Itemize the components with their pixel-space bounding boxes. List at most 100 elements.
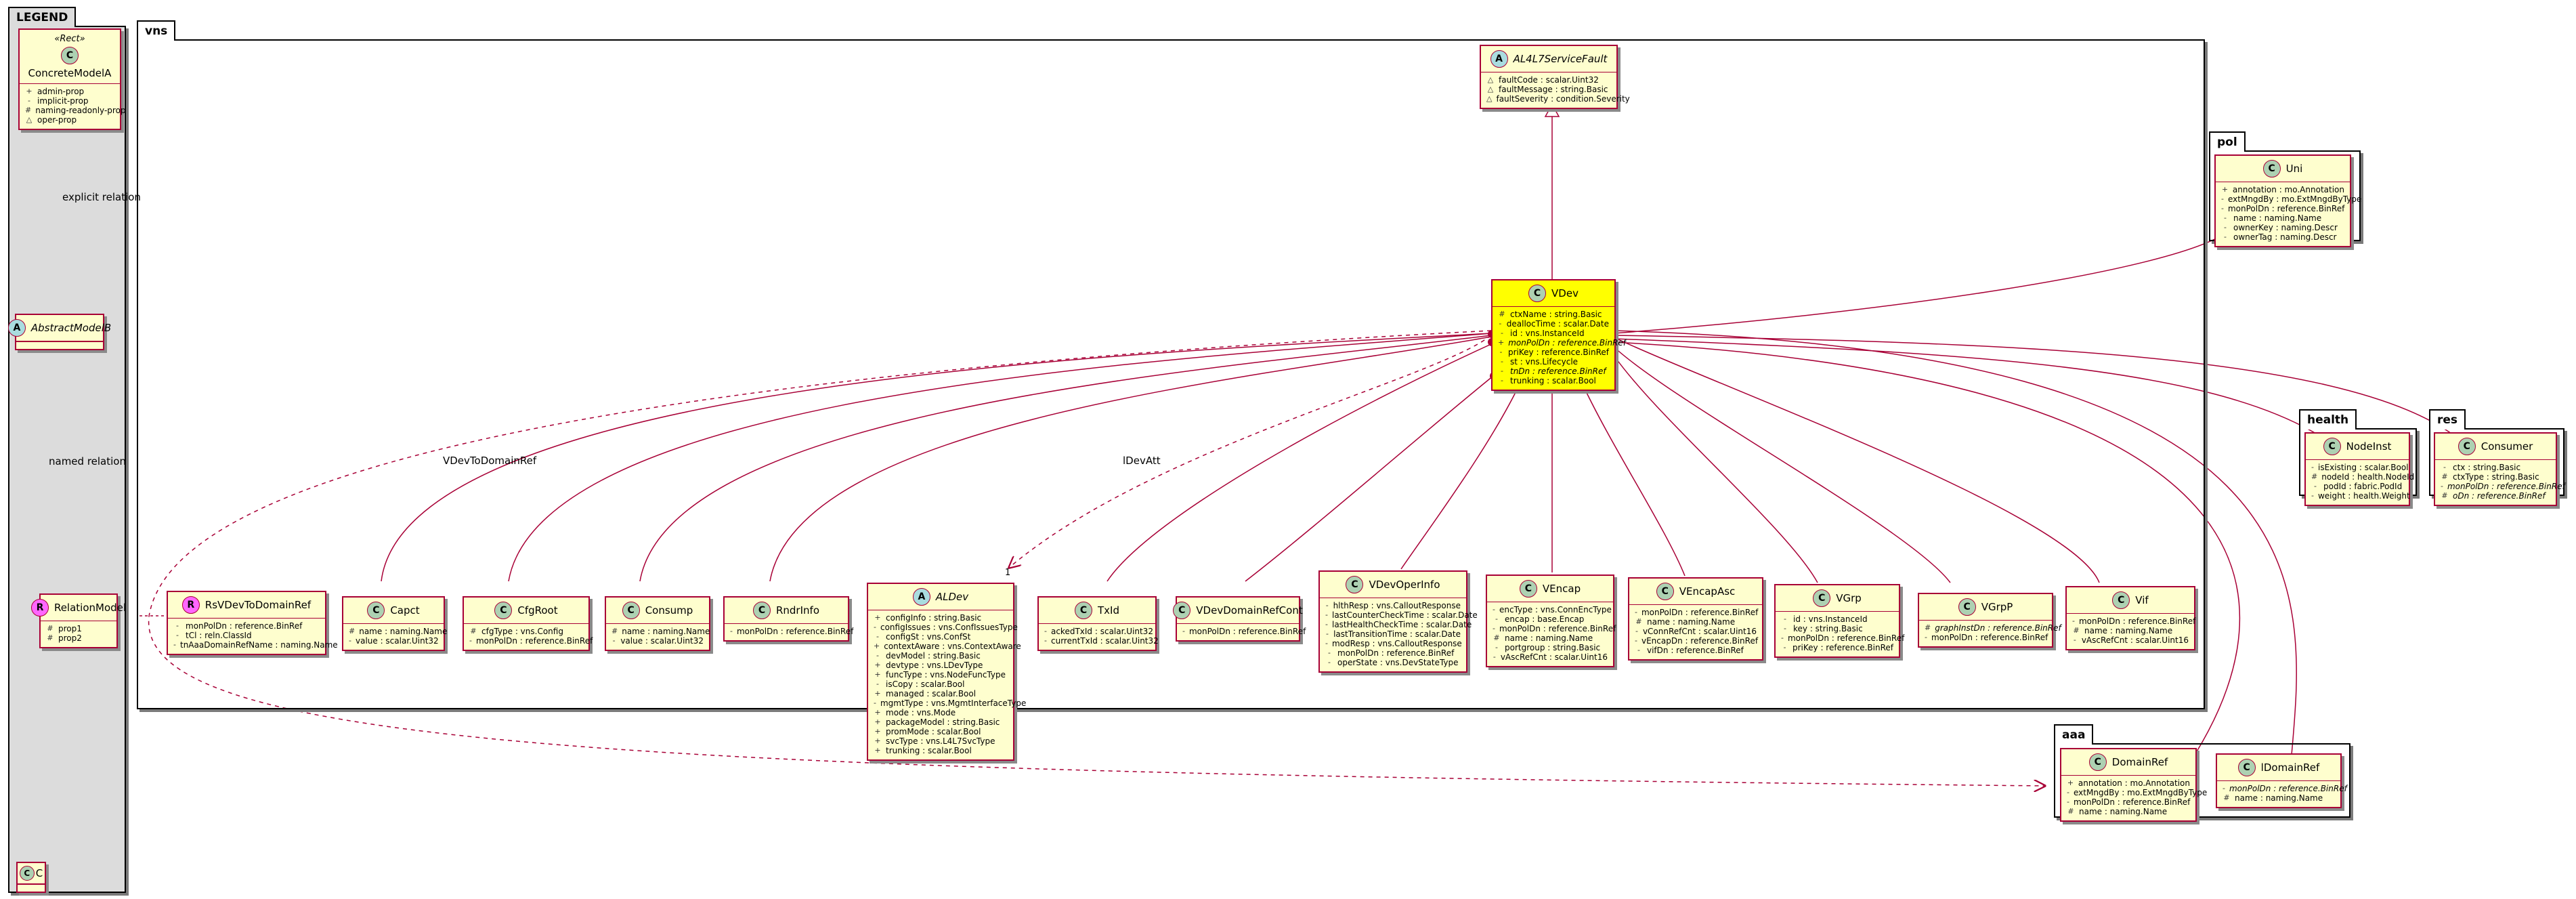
attribute: name : naming.Name [359,627,448,636]
class-c-icon: C [1813,589,1831,607]
class-name: AL4L7ServiceFault [1513,53,1608,65]
class-name: RelationModel [53,602,127,614]
class-name: VEncapAsc [1679,585,1736,598]
comp-edge-nodeinst [1613,338,2317,434]
class-c-icon: C [1173,602,1191,619]
class-ldomainref[interactable]: C lDomainRef -monPolDn : reference.BinRe… [2216,753,2347,808]
attribute: priKey : reference.BinRef [1792,643,1893,652]
class-name: CfgRoot [517,604,558,616]
class-vdevdomainrefcont[interactable]: C VDevDomainRefCont -monPolDn : referenc… [1173,596,1306,642]
class-name: Uni [2285,163,2303,175]
attribute-list: △faultCode : scalar.Uint32 △faultMessage… [1486,75,1630,104]
package-label: aaa [2054,724,2094,745]
attribute: name : naming.Name [2084,626,2173,635]
class-vdev[interactable]: C VDev #ctxName : string.Basic -deallocT… [1491,279,1627,391]
rect-stereotype: «Rect» [54,34,85,44]
attribute: monPolDn : reference.BinRef [736,627,854,636]
attribute-list: +configInfo : string.Basic -configIssues… [874,613,1027,755]
multiplicity-label: 1 [1005,568,1011,578]
legend-class-c[interactable]: C C [16,862,46,893]
abstract-a-icon: A [912,588,930,606]
attribute-list: #ctxName : string.Basic -deallocTime : s… [1498,310,1627,385]
attribute: devModel : string.Basic [886,651,981,661]
class-al4l7servicefault[interactable]: A AL4L7ServiceFault △faultCode : scalar.… [1480,45,1630,109]
class-nodeinst[interactable]: C NodeInst -isExisting : scalar.Bool #no… [2304,432,2415,506]
attribute: faultCode : scalar.Uint32 [1499,75,1599,85]
class-vdevoperinfo[interactable]: C VDevOperInfo -hlthResp : vns.CalloutRe… [1318,570,1478,673]
class-name: AbstractModelB [30,322,112,334]
legend-title: LEGEND [8,7,77,27]
comp-edge-vdevoper [1400,381,1522,570]
attribute: svcType : vns.L4L7SvcType [886,736,995,746]
class-capct[interactable]: C Capct #name : naming.Name -value : sca… [342,596,448,651]
aaa-package: aaa [2054,724,2350,818]
attribute: isCopy : scalar.Bool [886,680,965,689]
attribute: naming-readonly-prop [35,106,126,115]
class-consump[interactable]: C Consump #name : naming.Name -value : s… [605,596,710,651]
attribute-list: -monPolDn : reference.BinRef #name : nam… [1635,608,1759,655]
class-name: lDomainRef [2260,761,2320,774]
reln-edge-ldevatt [1009,335,1492,568]
attribute: id : vns.InstanceId [1793,614,1868,624]
attribute: ownerTag : naming.Descr [2233,232,2337,242]
class-name: VDev [1551,287,1579,299]
class-c-icon: C [1519,580,1537,598]
class-domainref[interactable]: C DomainRef +annotation : mo.Annotation … [2060,748,2207,822]
class-name: ConcreteModelA [28,67,112,79]
abstract-a-icon: A [7,319,26,337]
legend-class-relation[interactable]: R RelationModel #prop1 #prop2 [30,593,126,648]
attribute: prop1 [58,624,82,633]
class-c-icon: C [1958,598,1976,616]
attribute: monPolDn : reference.BinRef [1641,608,1759,617]
class-name: VDevDomainRefCont [1196,604,1303,616]
legend-explicit-label: explicit relation [62,191,141,203]
attribute-list: -monPolDn : reference.BinRef -tCl : reln… [173,621,338,650]
class-consumer[interactable]: C Consumer -ctx : string.Basic #ctxType … [2434,432,2565,506]
comp-edge-consump [639,335,1492,582]
class-vgrpp[interactable]: C VGrpP #graphInstDn : reference.BinRef … [1918,593,2061,648]
class-cfgroot[interactable]: C CfgRoot #cfgType : vns.Config -monPolD… [463,596,593,651]
attribute: monPolDn : reference.BinRef [2229,784,2347,793]
class-name: RsVDevToDomainRef [205,599,312,611]
legend-class-abstract[interactable]: A AbstractModelB [7,314,111,350]
class-c-icon: C [1075,602,1092,619]
attribute: hlthResp : vns.CalloutResponse [1333,601,1461,610]
comp-edge-vif [1613,337,2100,583]
class-aldev[interactable]: A ALDev +configInfo : string.Basic -conf… [867,583,1027,761]
attribute: monPolDn : reference.BinRef [1188,627,1306,636]
relation-r-icon: R [181,596,200,614]
attribute: configInfo : string.Basic [886,613,982,623]
attribute: priKey : reference.BinRef [1507,348,1609,357]
class-c-icon: C [19,866,35,881]
comp-edge-capct [381,333,1492,582]
class-c-icon: C [2237,759,2256,776]
comp-edge-ldomainref [1613,330,2297,787]
class-rsvdevtodomainref[interactable]: R RsVDevToDomainRef -monPolDn : referenc… [167,591,338,655]
attribute: mode : vns.Mode [886,708,956,717]
comp-edge-vgrp [1612,354,1818,583]
edge-label-vdevtodomainref: VDevToDomainRef [443,455,537,467]
attribute: cfgType : vns.Config [481,627,563,636]
class-name: Vif [2135,594,2149,606]
attribute-list: -id : vns.InstanceId -key : string.Basic… [1781,614,1905,652]
attribute: tnDn : reference.BinRef [1510,367,1606,376]
class-vgrp[interactable]: C VGrp -id : vns.InstanceId -key : strin… [1774,584,1905,658]
class-vencapasc[interactable]: C VEncapAsc -monPolDn : reference.BinRef… [1628,577,1763,661]
class-vif[interactable]: C Vif -monPolDn : reference.BinRef #name… [2065,586,2195,650]
class-uni[interactable]: C Uni +annotation : mo.Annotation -extMn… [2214,154,2361,247]
attribute: lastTransitionTime : scalar.Date [1333,629,1461,639]
class-name: Consumer [2481,440,2533,453]
relation-r-icon: R [30,599,49,616]
class-c-icon: C [1528,285,1547,302]
attribute: oper-prop [37,115,77,125]
class-c-icon: C [2088,753,2107,771]
legend-class-concrete[interactable]: «Rect» C ConcreteModelA +admin-prop -imp… [18,28,126,130]
class-txid[interactable]: C TxId -ackedTxId : scalar.Uint32 -curre… [1037,596,1159,651]
class-c-icon: C [367,602,385,619]
comp-edge-domainref [1613,341,2241,787]
attribute: devtype : vns.LDevType [886,661,983,670]
attribute: packageModel : string.Basic [886,717,1000,727]
class-vencap[interactable]: C VEncap -encType : vns.ConnEncType -enc… [1486,574,1616,667]
attribute-list: -isExisting : scalar.Bool #nodeId : heal… [2311,463,2415,501]
class-rndrinfo[interactable]: C RndrInfo -monPolDn : reference.BinRef [723,596,853,642]
